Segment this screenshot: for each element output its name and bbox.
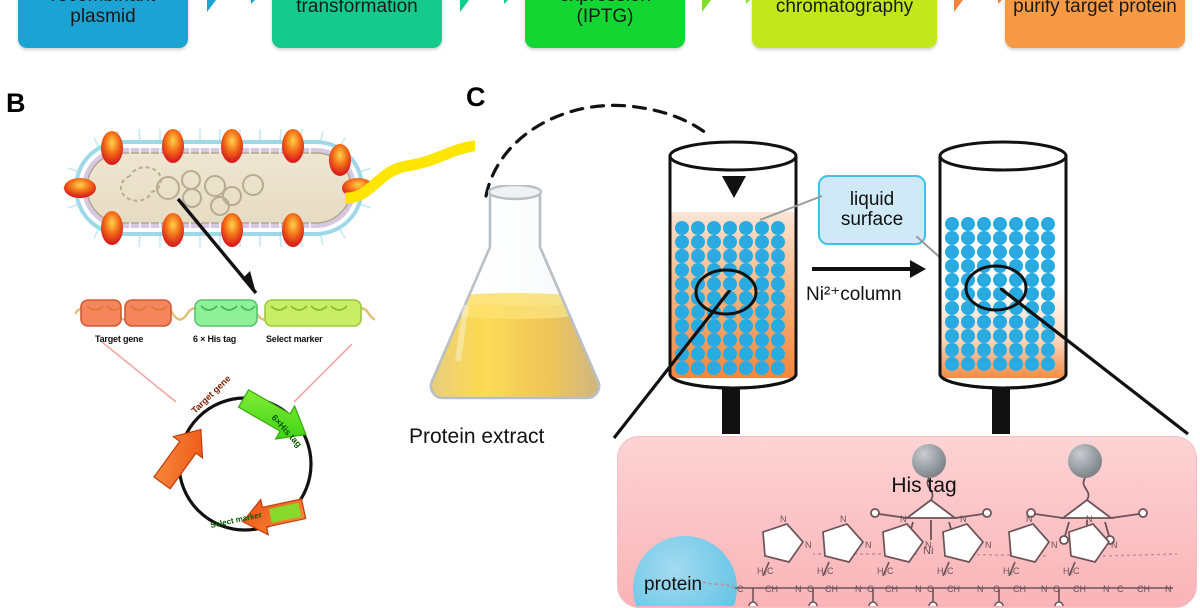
svg-text:N: N	[925, 540, 932, 550]
his-tag-chemistry: Ni Ni NN NN NN NN NN NN	[633, 444, 1178, 606]
ni-column-label-text: Ni²⁺column	[806, 284, 902, 305]
liquid-surface-leader-line	[760, 195, 823, 221]
ni-column-label: Ni²⁺column	[806, 283, 902, 306]
svg-text:N: N	[985, 540, 992, 550]
panel-label-b: B	[6, 88, 26, 118]
svg-text:CH: CH	[1073, 584, 1086, 594]
flow-step-label: expression (IPTG)	[559, 0, 651, 27]
zoom-leader-left	[612, 290, 732, 439]
his-tag-label-text: His tag	[891, 474, 957, 497]
svg-text:N: N	[1051, 540, 1058, 550]
flow-step-chromatography[interactable]: chromatography	[752, 0, 937, 48]
svg-text:N: N	[977, 584, 984, 594]
plasmid-map: Target gene 6×His tag Select marker	[153, 373, 313, 536]
svg-text:CH: CH	[947, 584, 960, 594]
svg-text:C: C	[927, 584, 934, 594]
svg-text:CH: CH	[765, 584, 778, 594]
svg-text:N: N	[865, 540, 872, 550]
flow-arrow-4	[954, 0, 1002, 12]
svg-text:CH: CH	[1137, 584, 1150, 594]
svg-text:Ni: Ni	[923, 545, 933, 557]
flask-caption: Protein extract	[409, 425, 545, 448]
flow-step-purify-target-protein[interactable]: purify target protein	[1005, 0, 1185, 48]
construct-label-select-marker: Select marker	[266, 334, 323, 344]
construct-label-his-tag: 6 × His tag	[193, 334, 237, 344]
column-2-outlet	[992, 388, 1010, 434]
svg-text:CH: CH	[825, 584, 838, 594]
svg-text:N: N	[840, 514, 847, 524]
construct-label-target-gene: Target gene	[95, 334, 144, 344]
svg-text:N: N	[780, 514, 787, 524]
svg-text:N: N	[915, 584, 922, 594]
flagellum-curve	[345, 140, 475, 204]
protein-label: protein	[644, 574, 703, 595]
panel-label-c: C	[466, 82, 486, 112]
liquid-surface-callout: liquid surface	[818, 175, 926, 245]
ni-column-2	[938, 140, 1068, 390]
svg-text:N: N	[805, 540, 812, 550]
liquid-surface-label: liquid surface	[840, 189, 904, 230]
gene-construct	[75, 299, 375, 327]
svg-text:C: C	[807, 584, 814, 594]
construct-to-plasmid-connectors	[101, 341, 353, 403]
svg-text:CH: CH	[885, 584, 898, 594]
svg-text:CH: CH	[1013, 584, 1026, 594]
svg-text:H₂C: H₂C	[1063, 566, 1080, 576]
svg-text:H₂C: H₂C	[1003, 566, 1020, 576]
his-tag-label: His tag	[884, 474, 964, 497]
svg-text:C: C	[993, 584, 1000, 594]
flow-step-label: purify target protein	[1013, 0, 1177, 17]
flow-step-label: recombinant plasmid	[51, 0, 156, 27]
svg-text:N: N	[960, 514, 967, 524]
svg-text:C: C	[1053, 584, 1060, 594]
flow-step-label: transformation	[296, 0, 418, 17]
flow-arrow-1	[207, 0, 255, 12]
svg-text:H₂C: H₂C	[757, 566, 774, 576]
svg-text:N: N	[1111, 540, 1118, 550]
svg-text:H₂C: H₂C	[877, 566, 894, 576]
svg-text:C: C	[867, 584, 874, 594]
flow-step-expression[interactable]: expression (IPTG)	[525, 0, 685, 48]
svg-text:N: N	[1086, 514, 1093, 524]
svg-text:N: N	[1103, 584, 1110, 594]
flow-step-label: chromatography	[775, 0, 914, 17]
erlenmeyer-flask	[429, 185, 601, 400]
flow-step-recombinant-plasmid[interactable]: recombinant plasmid	[18, 0, 188, 48]
svg-text:H₂C: H₂C	[937, 566, 954, 576]
svg-text:N: N	[1041, 584, 1048, 594]
svg-text:N: N	[855, 584, 862, 594]
svg-text:N: N	[795, 584, 802, 594]
column-1-outlet	[722, 388, 740, 434]
svg-text:N: N	[1165, 584, 1172, 594]
dashed-connector-curve	[484, 103, 712, 198]
svg-text:C: C	[737, 584, 744, 594]
svg-text:C: C	[1117, 584, 1124, 594]
ni-column-arrow	[812, 260, 926, 278]
ni-column-1	[668, 140, 798, 390]
flow-arrow-2	[460, 0, 508, 12]
zoom-leader-right	[1000, 288, 1189, 436]
flow-arrow-3	[702, 0, 750, 12]
svg-text:H₂C: H₂C	[817, 566, 834, 576]
cell-to-construct-pointer	[176, 197, 258, 295]
flow-step-transformation[interactable]: transformation	[272, 0, 442, 48]
svg-text:N: N	[1026, 514, 1033, 524]
svg-text:N: N	[900, 514, 907, 524]
